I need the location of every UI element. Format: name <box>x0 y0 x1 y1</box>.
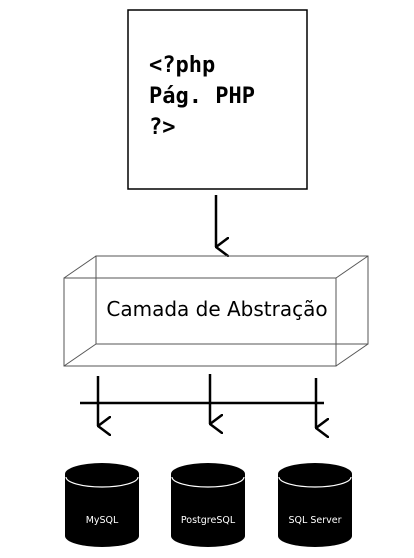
layer-back-face <box>95 255 369 345</box>
postgresql-cylinder-rim <box>171 476 245 488</box>
database-postgresql: PostgreSQL <box>171 463 245 547</box>
php-page-border <box>127 9 308 190</box>
abstraction-layer-label: Camada de Abstração <box>106 297 327 321</box>
layer-edge-br <box>335 343 369 367</box>
mysql-label: MySQL <box>86 515 119 526</box>
postgresql-cylinder-icon <box>171 463 245 547</box>
layer-edge-bl <box>63 343 97 367</box>
layer-front-face <box>63 277 337 367</box>
postgresql-label: PostgreSQL <box>181 515 236 526</box>
mysql-cylinder-icon <box>65 463 139 547</box>
database-mysql: MySQL <box>65 463 139 547</box>
database-sqlserver: SQL Server <box>278 463 352 547</box>
php-open-tag: <?php <box>149 53 215 78</box>
sqlserver-cylinder-icon <box>278 463 352 547</box>
php-page-box: <?php Pág. PHP ?> <box>127 9 308 190</box>
sqlserver-cylinder-rim <box>278 476 352 488</box>
abstraction-layer-box <box>63 255 369 367</box>
mysql-cylinder-rim <box>65 476 139 488</box>
layer-edge-tr <box>335 255 369 279</box>
php-page-label: Pág. PHP <box>149 84 255 109</box>
php-close-tag: ?> <box>149 115 176 140</box>
layer-edge-tl <box>63 255 97 279</box>
sqlserver-label: SQL Server <box>289 515 342 526</box>
